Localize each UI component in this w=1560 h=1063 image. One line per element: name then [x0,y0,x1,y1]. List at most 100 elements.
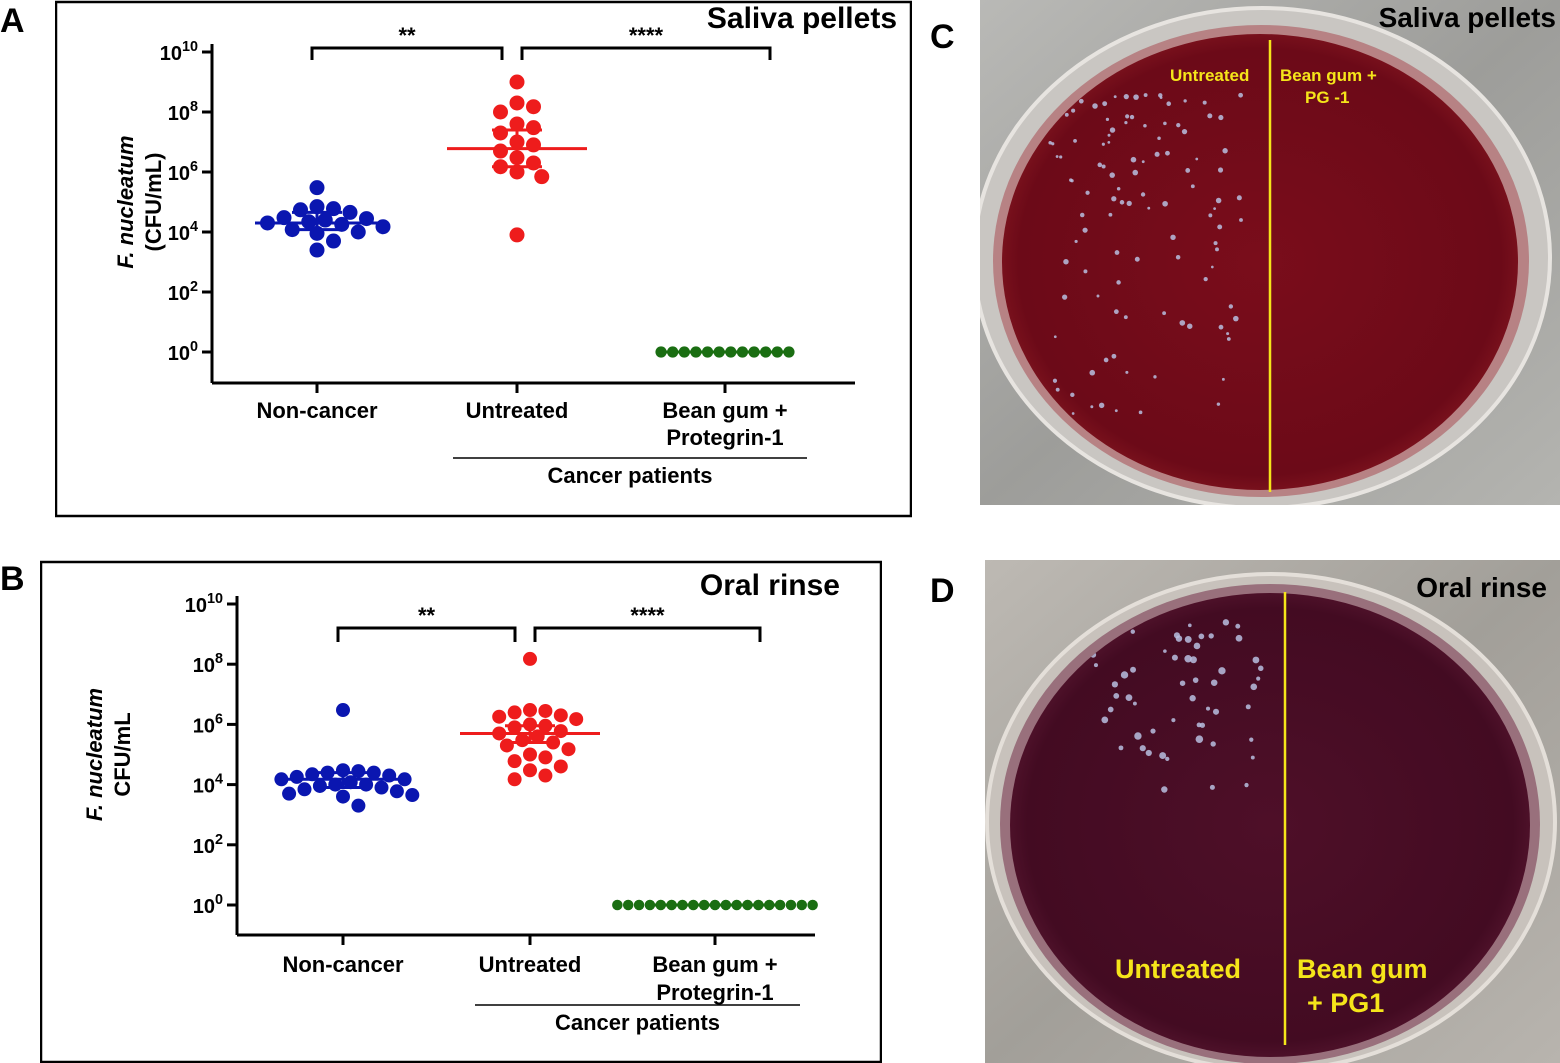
x-category-label: Protegrin-1 [666,425,783,450]
data-point [534,169,550,185]
y-tick-label: 106 [168,159,198,185]
colony [1158,93,1163,98]
data-point [538,703,553,718]
data-point [774,899,786,911]
data-point [351,798,366,813]
colony [1140,192,1146,197]
colony [1202,100,1207,105]
colony [1171,718,1176,723]
data-point [526,155,541,171]
y-tick-label: 100 [168,339,198,365]
colony [1170,234,1176,241]
colony [1176,123,1181,128]
photo-label-untreated: Untreated [1115,954,1241,984]
data-point [569,712,584,727]
data-point [336,789,350,804]
colony [1048,141,1052,145]
data-point [342,204,358,220]
colony [1210,741,1216,747]
colony [1111,353,1117,359]
colony [1218,324,1224,330]
colony [1163,121,1167,126]
colony [1103,357,1109,363]
colony [1221,377,1225,381]
colony [1147,206,1151,210]
data-point [397,772,412,787]
y-tick-label: 1010 [160,39,198,65]
colony [1216,402,1221,406]
colony [1183,99,1187,103]
colony [1074,239,1078,244]
colony [1097,162,1103,168]
colony [1101,142,1105,146]
colony [1107,133,1111,137]
x-category-label: Untreated [466,398,569,423]
agar-surface [1010,593,1530,1057]
data-point [375,219,391,235]
significance-bracket [310,46,504,60]
data-point [374,780,389,795]
colony [1239,218,1243,222]
data-point [515,733,530,748]
data-point [523,651,537,666]
data-point [509,74,525,90]
colony [1250,755,1255,760]
colony [1179,680,1186,686]
colony [1215,247,1219,252]
y-tick-label: 104 [193,772,223,798]
colony [1195,157,1199,161]
colony [1165,756,1170,761]
colony [1069,178,1073,182]
y-tick-label: 1010 [185,591,223,617]
colony [1184,655,1192,663]
colony [1129,114,1135,120]
colony [1157,136,1161,141]
data-point [612,899,623,911]
colony [1181,128,1188,135]
data-point [509,164,525,180]
data-point [507,772,522,787]
data-point [350,224,366,240]
colony [1109,172,1115,178]
colony [1187,623,1192,628]
colony [1233,315,1239,322]
colony [1119,200,1125,205]
colony [1102,101,1108,107]
data-point [326,233,341,249]
colony [1116,280,1121,285]
y-axis-label-species: F. nucleatum [113,135,138,268]
data-point [622,899,634,911]
colony [1141,160,1145,164]
colony [1089,369,1096,376]
colony [1256,676,1261,681]
colony [1064,112,1069,117]
colony [1114,409,1118,413]
colony [1208,633,1214,639]
photo-label-untreated: Untreated [1170,66,1249,85]
data-point [507,705,522,720]
colony [1101,164,1106,169]
data-point [297,782,312,797]
data-point [493,104,508,120]
colony [1162,311,1167,316]
photo-label-treated-line1: Bean gum [1297,954,1428,984]
colony [1252,656,1260,664]
data-point [633,899,645,911]
colony [1245,704,1251,710]
panel-letter-a: A [0,2,25,40]
colony [1217,167,1224,173]
data-point [523,763,537,778]
colony [1222,619,1230,626]
data-point [509,116,525,132]
colony [1165,150,1170,156]
colony [1138,410,1143,415]
colony [1073,138,1077,143]
petri-dish-oral-rinse: Oral rinse Untreated Bean gum + PG1 [985,560,1560,1063]
colony [1093,663,1099,668]
significance-bracket [533,626,762,642]
data-point [493,125,508,141]
data-point [289,769,304,784]
colony [1203,276,1208,282]
x-category-label: Non-cancer [282,952,403,977]
colony [1111,196,1117,202]
